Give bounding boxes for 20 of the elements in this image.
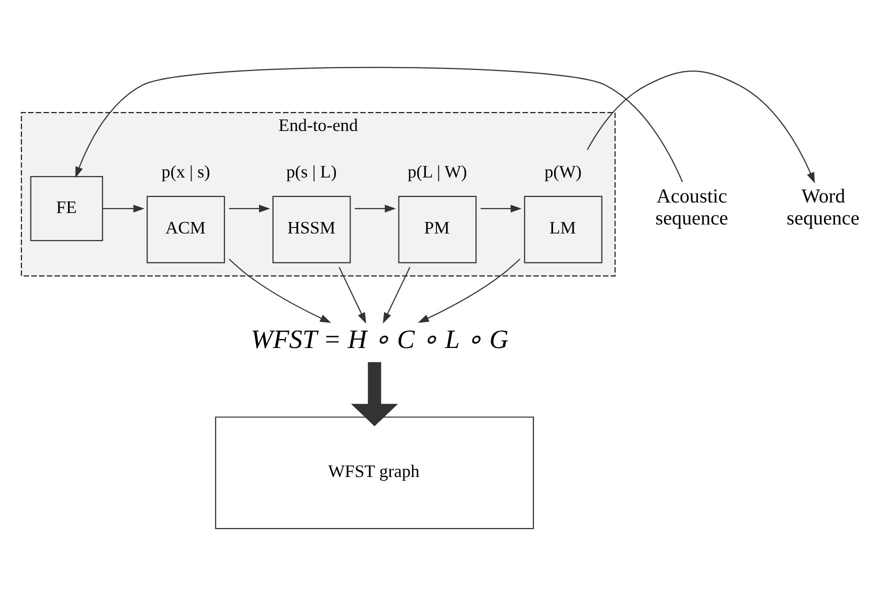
node-text: WFST = H ∘ C ∘ L ∘ G: [250, 324, 509, 354]
arrow: [418, 258, 520, 323]
arrow: [338, 267, 366, 324]
arrow: [382, 267, 410, 324]
node-label: p(L | W): [408, 161, 467, 182]
arrow: [354, 204, 396, 212]
node-text: Word sequence: [786, 185, 860, 230]
node-text: Acoustic sequence: [655, 185, 728, 230]
arrow: [75, 66, 683, 182]
node-label: p(W): [544, 161, 582, 182]
arrow: [228, 258, 332, 323]
arrow: [229, 204, 270, 212]
node-label: p(s | L): [286, 161, 337, 182]
node-label: p(x | s): [162, 161, 210, 182]
node-box: WFST graph: [215, 416, 534, 530]
node-box: FE: [30, 176, 104, 242]
arrow: [351, 362, 398, 426]
arrow: [480, 204, 522, 212]
arrow: [102, 204, 144, 212]
arrow: [586, 70, 815, 184]
